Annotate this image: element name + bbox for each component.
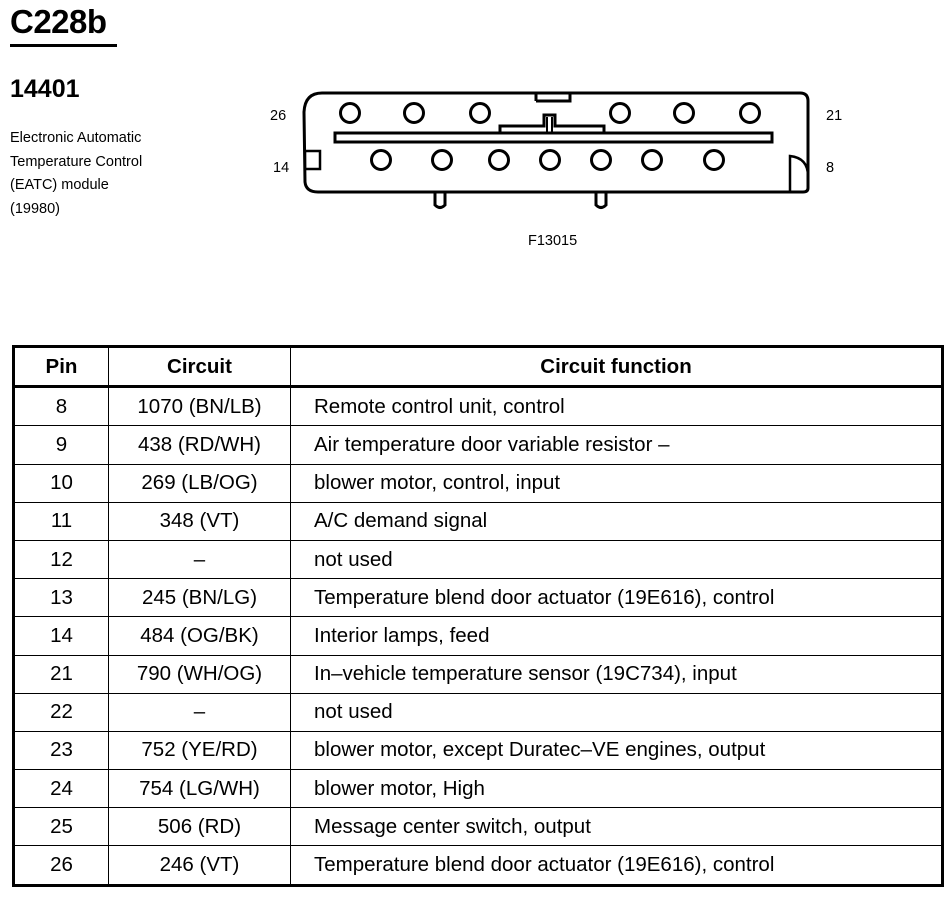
pin-label-bottom-left: 14 (273, 160, 290, 176)
function-cell: In–vehicle temperature sensor (19C734), … (290, 654, 943, 694)
function-cell: Remote control unit, control (290, 386, 943, 427)
pin-cell: 10 (13, 463, 109, 503)
pin-label-top-left: 26 (270, 108, 287, 124)
module-description: Electronic Automatic Temperature Control… (10, 127, 142, 221)
pin-label-top-right: 21 (826, 108, 843, 124)
pin-cell: 11 (13, 501, 109, 541)
table-row: 12–not used (13, 539, 943, 580)
terminal-10 (590, 149, 612, 171)
function-cell: A/C demand signal (290, 501, 943, 541)
function-cell: blower motor, High (290, 769, 943, 809)
function-cell: blower motor, control, input (290, 463, 943, 503)
pin-cell: 21 (13, 654, 109, 694)
description-line: (EATC) module (10, 177, 109, 193)
circuit-cell: 484 (OG/BK) (108, 616, 291, 656)
right-corner-key (788, 154, 810, 192)
terminal-11 (539, 149, 561, 171)
terminal-24 (469, 102, 491, 124)
terminal-14 (370, 149, 392, 171)
description-line: Temperature Control (10, 153, 143, 170)
circuit-cell: 754 (LG/WH) (108, 769, 291, 809)
terminal-12 (488, 149, 510, 171)
pin-cell: 22 (13, 692, 109, 732)
terminal-8 (703, 149, 725, 171)
function-cell: Temperature blend door actuator (19E616)… (290, 578, 943, 618)
pin-cell: 12 (13, 539, 109, 580)
center-latch (498, 113, 606, 133)
function-cell: Air temperature door variable resistor – (290, 425, 943, 465)
circuit-cell: – (108, 692, 291, 732)
circuit-cell: 246 (VT) (108, 845, 291, 886)
part-number: 14401 (10, 75, 80, 103)
connector-face-diagram (302, 91, 810, 209)
circuit-cell: 348 (VT) (108, 501, 291, 541)
terminal-22 (673, 102, 695, 124)
table-row: 22–not used (13, 692, 943, 732)
terminal-26 (339, 102, 361, 124)
header-circuit: Circuit (108, 345, 291, 388)
header-circuit-function: Circuit function (290, 345, 943, 388)
center-latch-slot (546, 117, 553, 133)
pin-cell: 26 (13, 845, 109, 886)
terminal-23 (609, 102, 631, 124)
circuit-cell: 752 (YE/RD) (108, 730, 291, 771)
title-underline (10, 44, 117, 47)
description-line: Electronic Automatic (10, 130, 142, 146)
connector-id: C228b (10, 3, 107, 40)
terminal-13 (431, 149, 453, 171)
circuit-cell: 790 (WH/OG) (108, 654, 291, 694)
function-cell: Temperature blend door actuator (19E616)… (290, 845, 943, 886)
description-line: (19980) (10, 200, 60, 217)
circuit-cell: 245 (BN/LG) (108, 578, 291, 618)
function-cell: not used (290, 692, 943, 732)
right-foot (594, 192, 608, 209)
pin-cell: 24 (13, 769, 109, 809)
terminal-21 (739, 102, 761, 124)
pin-cell: 14 (13, 616, 109, 656)
pin-cell: 23 (13, 730, 109, 771)
terminal-25 (403, 102, 425, 124)
pin-cell: 9 (13, 425, 109, 465)
connector-housing (302, 91, 810, 194)
left-foot (433, 192, 447, 209)
pin-cell: 8 (13, 386, 109, 427)
table-header-row: Pin Circuit Circuit function (13, 345, 943, 388)
locating-bar (333, 131, 774, 144)
pin-label-bottom-right: 8 (826, 160, 835, 176)
top-key-tab (534, 93, 572, 103)
function-cell: Message center switch, output (290, 807, 943, 847)
circuit-cell: 506 (RD) (108, 807, 291, 847)
header-pin: Pin (13, 345, 109, 388)
left-key-square (303, 149, 322, 171)
circuit-cell: – (108, 539, 291, 580)
terminal-9 (641, 149, 663, 171)
function-cell: Interior lamps, feed (290, 616, 943, 656)
circuit-cell: 269 (LB/OG) (108, 463, 291, 503)
figure-code: F13015 (528, 233, 578, 249)
pin-cell: 25 (13, 807, 109, 847)
function-cell: not used (290, 539, 943, 580)
pin-cell: 13 (13, 578, 109, 618)
function-cell: blower motor, except Duratec–VE engines,… (290, 730, 943, 771)
circuit-cell: 438 (RD/WH) (108, 425, 291, 465)
circuit-cell: 1070 (BN/LB) (108, 386, 291, 427)
